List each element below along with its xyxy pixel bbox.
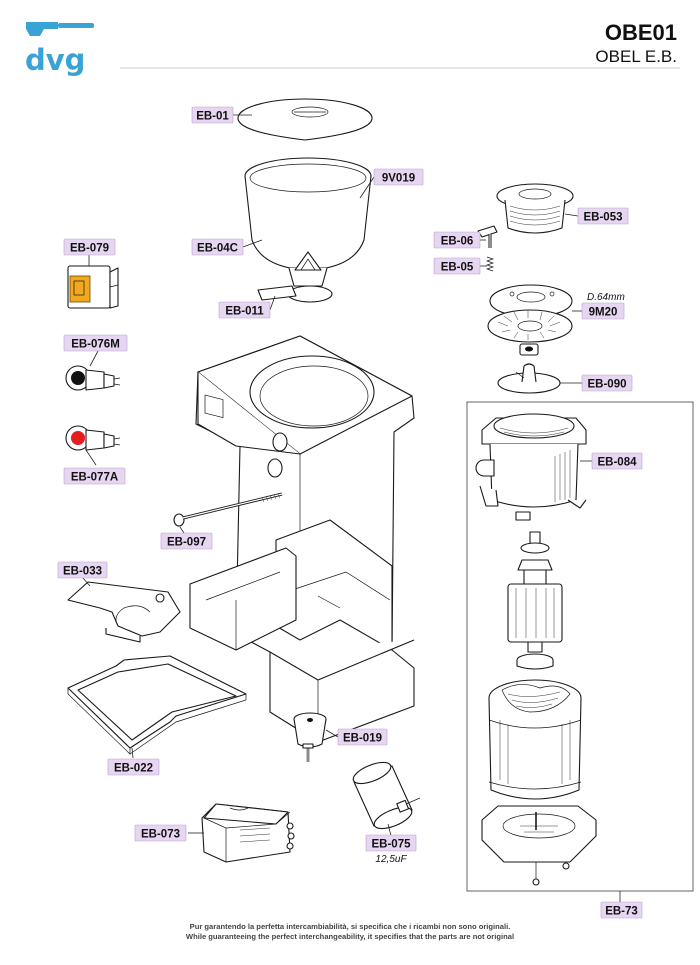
drip-tray-frame [67, 655, 247, 755]
grinding-chamber [475, 413, 587, 521]
indicator-light-red [65, 425, 121, 451]
label-eb-033: EB-033 [57, 561, 108, 579]
adjustment-lever [477, 225, 498, 248]
label-eb-090: EB-090 [581, 374, 633, 392]
grinder-body [189, 335, 415, 743]
svg-text:EB-019: EB-019 [343, 733, 382, 745]
svg-text:EB-053: EB-053 [584, 212, 623, 224]
label-eb-01: EB-01 [191, 106, 234, 124]
label-eb-084: EB-084 [591, 452, 643, 470]
svg-text:EB-073: EB-073 [141, 829, 180, 841]
model-code: OBE01 [605, 20, 677, 45]
label-eb-079: EB-079 [63, 238, 116, 256]
portafilter-handle-icon [58, 23, 94, 28]
label-eb-075: EB-075 [365, 834, 417, 852]
label-9v019: 9V019 [373, 168, 424, 186]
label-eb-053: EB-053 [577, 207, 629, 225]
motor-assembly-frame [466, 401, 694, 892]
svg-text:EB-079: EB-079 [70, 243, 109, 255]
label-eb-076m: EB-076M [63, 334, 128, 352]
svg-text:EB-097: EB-097 [167, 537, 206, 549]
fork-holder-plate [67, 581, 181, 643]
label-eb-097: EB-097 [160, 532, 213, 550]
svg-text:9V019: 9V019 [382, 173, 415, 185]
svg-text:9M20: 9M20 [589, 307, 618, 319]
footer-italian: Pur garantendo la perfetta intercambiabi… [190, 922, 511, 931]
label-eb-019: EB-019 [337, 728, 388, 746]
label-eb-077a: EB-077A [63, 467, 126, 485]
portafilter-icon [26, 22, 58, 36]
svg-text:EB-090: EB-090 [588, 379, 627, 391]
hopper-slide-gate [257, 285, 297, 301]
svg-text:EB-076M: EB-076M [71, 339, 120, 351]
label-9m20: 9M20 [581, 302, 625, 320]
svg-text:EB-033: EB-033 [63, 566, 102, 578]
motor-base [481, 805, 597, 886]
indicator-light-black [65, 365, 121, 391]
capacitor [352, 761, 421, 830]
svg-text:EB-06: EB-06 [441, 236, 474, 248]
motor-stator [488, 679, 582, 800]
motor-rotor [507, 531, 563, 670]
long-screw [173, 492, 283, 527]
label-eb-022: EB-022 [107, 758, 160, 776]
svg-text:EB-022: EB-022 [114, 763, 153, 775]
logo-text: dvg [25, 43, 85, 77]
grinding-burrs [487, 284, 573, 343]
capacitor-value-note: 12,5uF [375, 854, 407, 865]
svg-text:EB-04C: EB-04C [197, 243, 238, 255]
hopper-lid [237, 98, 373, 141]
footer-english: While guaranteeing the perfect interchan… [186, 932, 514, 941]
svg-text:EB-077A: EB-077A [71, 472, 118, 484]
rubber-foot [293, 712, 327, 762]
svg-text:EB-011: EB-011 [225, 306, 264, 318]
leader-lines [81, 114, 621, 902]
logo: dvg [25, 22, 94, 77]
label-eb-73: EB-73 [600, 901, 643, 919]
model-name: OBEL E.B. [595, 47, 677, 66]
burr-diameter-note: D.64mm [587, 292, 625, 303]
spring [485, 256, 495, 272]
svg-text:EB-01: EB-01 [196, 111, 229, 123]
svg-text:EB-05: EB-05 [441, 262, 474, 274]
label-eb-05: EB-05 [433, 257, 481, 275]
rocker-switch [67, 265, 119, 309]
svg-text:EB-075: EB-075 [372, 839, 412, 851]
relay [201, 803, 295, 863]
label-eb-06: EB-06 [433, 231, 481, 249]
adjustment-ring [496, 183, 574, 234]
label-eb-011: EB-011 [218, 301, 271, 319]
burr-carrier-cone [497, 343, 561, 394]
hopper [244, 157, 372, 303]
label-eb-073: EB-073 [134, 824, 187, 842]
svg-text:EB-73: EB-73 [605, 906, 638, 918]
svg-text:EB-084: EB-084 [598, 457, 638, 469]
label-eb-04c: EB-04C [191, 238, 244, 256]
